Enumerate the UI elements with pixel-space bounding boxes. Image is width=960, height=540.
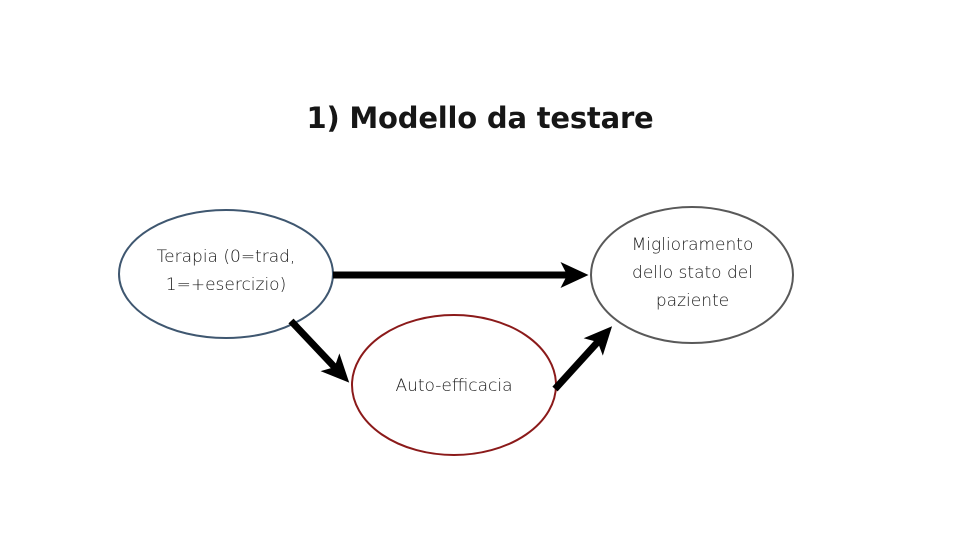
node-label-terapia: Terapia (0=trad, 1=+esercizio) [156, 247, 296, 295]
arrow-auto-efficacia-to-miglioramento[interactable] [552, 326, 613, 392]
page-title: 1) Modello da testare [306, 101, 654, 135]
node-ellipse-miglioramento[interactable] [590, 206, 794, 344]
node-label-auto-efficacia: Auto-efficacia [395, 376, 513, 396]
node-label-miglioramento: Miglioramento dello stato del paziente [631, 235, 754, 311]
arrow-terapia-to-auto-efficacia[interactable] [288, 318, 350, 383]
